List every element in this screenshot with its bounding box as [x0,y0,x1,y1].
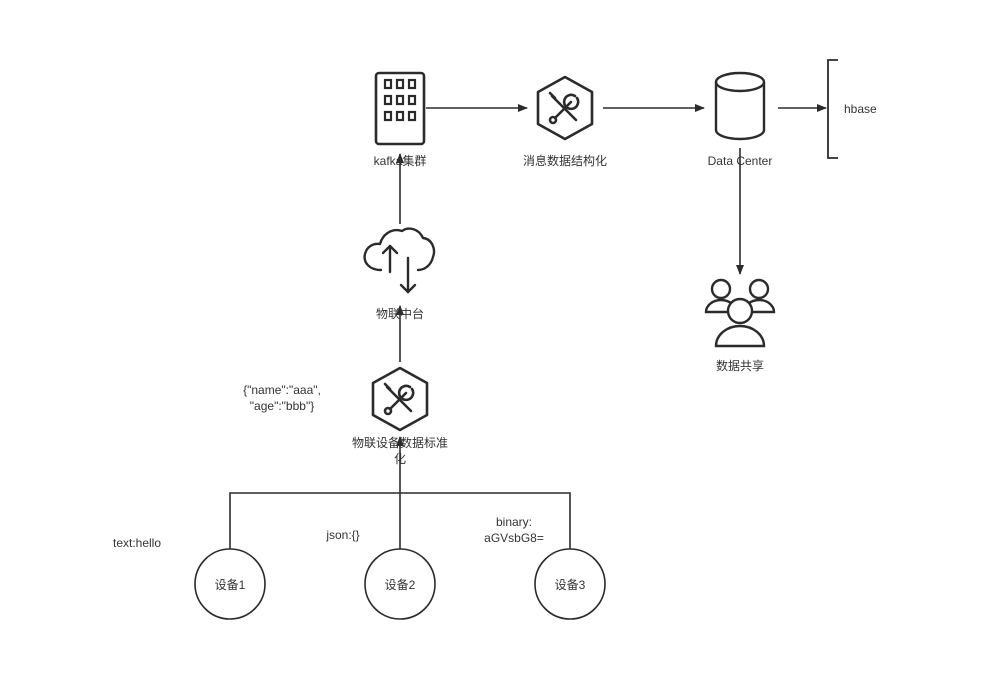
device2-label: 设备2 [385,578,416,592]
standardize-label-line1: 物联设备数据标准 [352,435,448,450]
binary-annotation-line2: aGVsbG8= [484,531,544,545]
database-cylinder-icon [714,71,766,141]
kafka-label: kafka集群 [374,153,427,168]
data-center-label: Data Center [708,154,773,168]
hbase-bracket [827,59,838,159]
json-sample-line1: {"name":"aaa", [243,383,321,397]
iot-platform-label: 物联中台 [376,306,424,321]
cloud-upload-download-icon [363,227,436,294]
device1-label: 设备1 [215,578,246,592]
binary-annotation-line1: binary: [496,515,532,529]
json-sample-line2: "age":"bbb"} [250,399,314,413]
msg-struct-label: 消息数据结构化 [523,153,607,168]
tools-hexagon-icon [371,366,429,432]
building-icon [374,71,426,146]
tools-hexagon-icon [536,75,594,141]
json-empty-annotation: json:{} [325,528,359,542]
standardize-label-line2: 化 [394,452,406,466]
device1-node[interactable] [194,548,266,620]
device2-node[interactable] [364,548,436,620]
users-group-icon [704,278,776,348]
device3-label: 设备3 [555,578,586,592]
text-hello-annotation: text:hello [113,536,161,550]
device3-node[interactable] [534,548,606,620]
share-label: 数据共享 [716,358,764,373]
hbase-label: hbase [844,102,877,116]
